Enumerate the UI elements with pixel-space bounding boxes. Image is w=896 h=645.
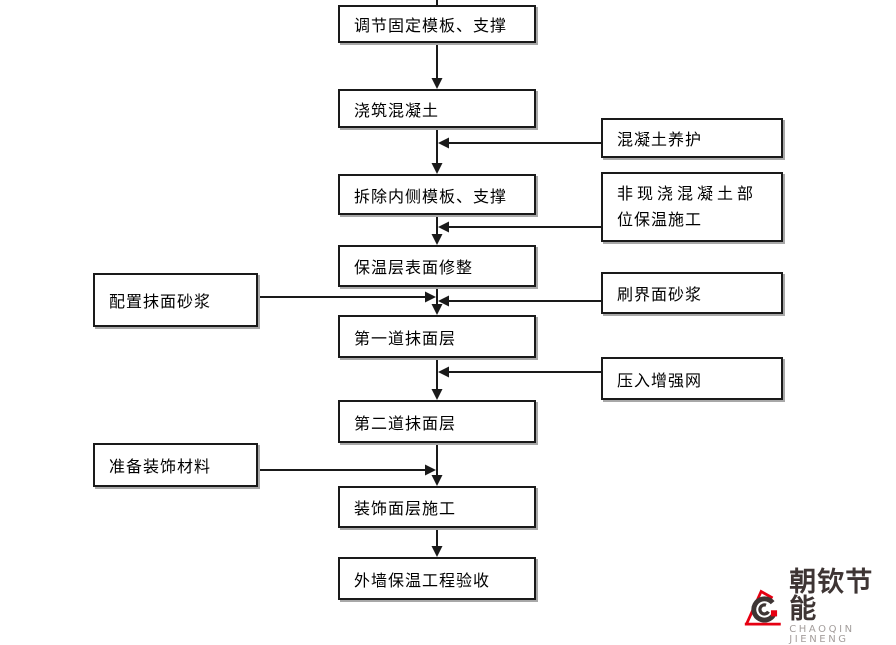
arrowhead-left-noncast — [438, 221, 449, 233]
arrowhead-down-step4 — [431, 234, 443, 245]
company-logo-icon — [744, 589, 781, 626]
flow-box-decorative-finish: 装饰面层施工 — [338, 486, 536, 528]
company-name: 朝钦节能 — [789, 567, 874, 625]
flow-box-label: 保温层表面修整 — [354, 258, 474, 277]
flow-box-label: 浇筑混凝土 — [354, 100, 440, 120]
flow-box-label: 第二道抹面层 — [354, 413, 457, 433]
flow-box-concrete-curing: 混凝土养护 — [601, 118, 783, 158]
flow-box-label: 准备装饰材料 — [109, 457, 212, 476]
arrowhead-left-mesh — [438, 366, 449, 378]
flow-box-press-mesh: 压入增强网 — [601, 357, 783, 400]
flowchart-canvas: 调节固定模板、支撑 浇筑混凝土 拆除内侧模板、支撑 保温层表面修整 第一道抹面层… — [93, 0, 872, 645]
flow-box-label: 外墙保温工程验收 — [354, 570, 491, 590]
arrowhead-right-material-prep — [425, 464, 436, 476]
flow-box-label-line2: 位保温施工 — [617, 210, 703, 229]
flow-box-label: 压入增强网 — [617, 370, 703, 390]
arrowhead-down-step3 — [431, 163, 443, 174]
flow-box-remove-inner-formwork: 拆除内侧模板、支撑 — [338, 174, 536, 215]
arrowhead-down-step5 — [431, 304, 443, 315]
flow-box-label: 混凝土养护 — [617, 130, 703, 149]
arrowhead-down-step7 — [431, 475, 443, 486]
flow-box-pour-concrete: 浇筑混凝土 — [338, 89, 536, 128]
flow-box-prepare-render-mortar: 配置抹面砂浆 — [93, 273, 258, 327]
flow-box-prepare-decorative-material: 准备装饰材料 — [93, 443, 258, 487]
flow-box-label: 刷界面砂浆 — [617, 285, 703, 304]
flow-box-label: 第一道抹面层 — [354, 328, 457, 348]
flow-box-second-render-coat: 第二道抹面层 — [338, 400, 536, 443]
flow-box-label: 配置抹面砂浆 — [109, 292, 212, 311]
flow-box-label: 调节固定模板、支撑 — [354, 16, 508, 35]
flow-box-label: 拆除内侧模板、支撑 — [354, 186, 508, 206]
flow-box-adjust-formwork: 调节固定模板、支撑 — [338, 5, 536, 43]
arrowhead-down-step8 — [431, 546, 443, 557]
arrowhead-left-curing — [438, 137, 449, 149]
flow-box-insulation-surface-repair: 保温层表面修整 — [338, 245, 536, 287]
flow-box-interface-mortar: 刷界面砂浆 — [601, 272, 783, 314]
company-name-latin: CHAOQIN JIENENG — [789, 624, 855, 645]
company-logo: 朝钦节能 CHAOQIN JIENENG — [744, 569, 896, 645]
flow-box-acceptance: 外墙保温工程验收 — [338, 557, 536, 600]
arrowhead-down-step2 — [431, 78, 443, 89]
flow-box-label: 装饰面层施工 — [354, 499, 457, 518]
flow-box-noncast-insulation: 非现浇混凝土部 位保温施工 — [601, 172, 783, 242]
flow-box-first-render-coat: 第一道抹面层 — [338, 315, 536, 358]
flow-box-label-line1: 非现浇混凝土部 — [617, 183, 758, 203]
arrowhead-down-step6 — [431, 389, 443, 400]
arrowhead-right-mortar-prep — [425, 291, 436, 303]
arrowhead-left-interface-mortar — [438, 295, 449, 307]
